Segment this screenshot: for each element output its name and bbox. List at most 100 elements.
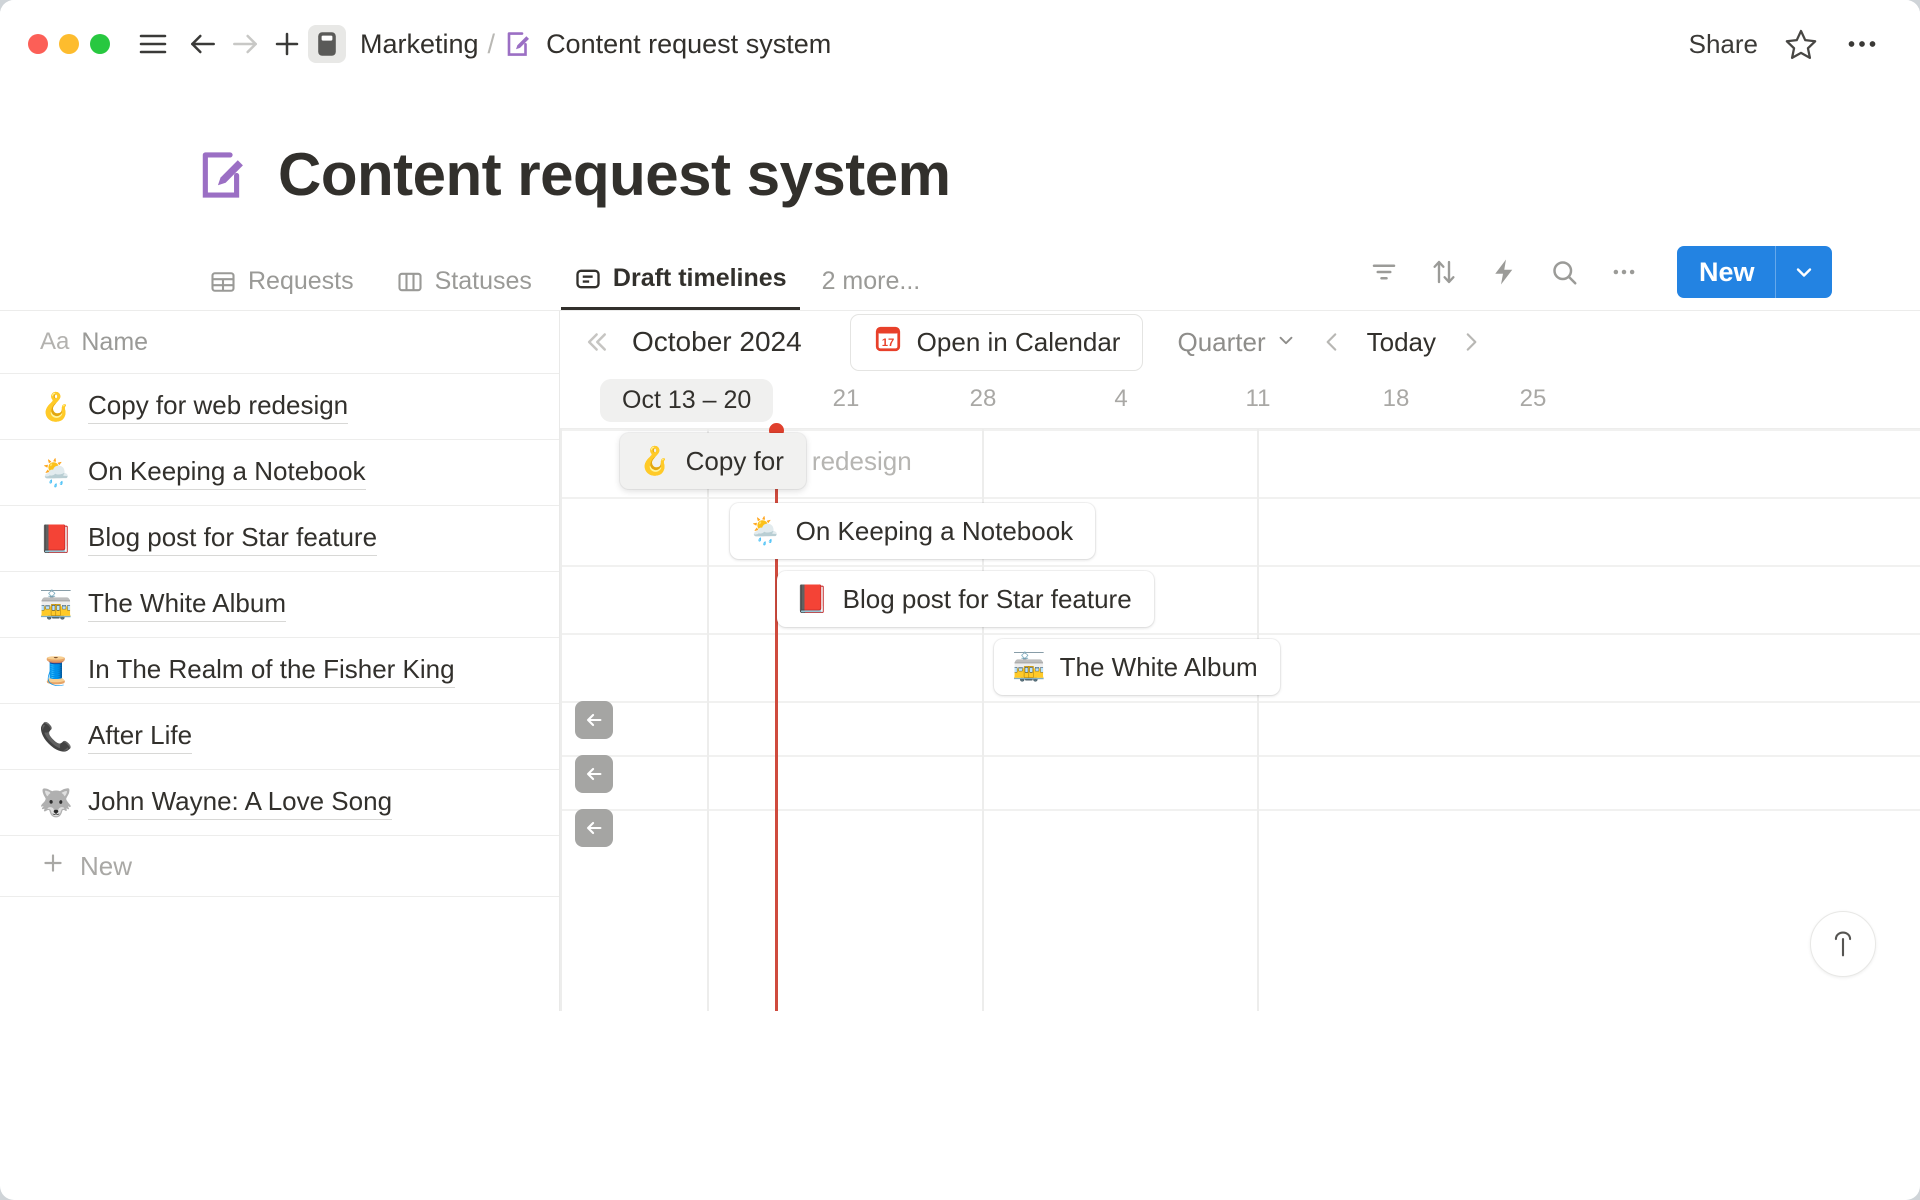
add-new-row-button[interactable]: New xyxy=(0,835,559,897)
filter-icon[interactable] xyxy=(1369,257,1399,287)
list-item[interactable]: 🚋 The White Album xyxy=(0,571,559,637)
ruler-tick: 21 xyxy=(832,385,860,412)
grid-row-line xyxy=(560,633,1920,635)
chevrons-left-icon[interactable] xyxy=(574,327,618,357)
list-item-name[interactable]: The White Album xyxy=(88,588,286,622)
ruler-tick: 28 xyxy=(969,385,997,412)
hamburger-icon[interactable] xyxy=(132,23,174,65)
tab-statuses[interactable]: Statuses xyxy=(383,267,545,310)
tab-requests[interactable]: Requests xyxy=(196,267,367,310)
name-column-label: Name xyxy=(81,327,149,356)
list-item[interactable]: 📕 Blog post for Star feature xyxy=(0,505,559,571)
list-item-name[interactable]: Blog post for Star feature xyxy=(88,522,378,556)
view-toolbar: New xyxy=(1369,246,1832,310)
list-item[interactable]: 🪝 Copy for web redesign xyxy=(0,373,559,439)
timeline-list-pane: Aa Name 🪝 Copy for web redesign 🌦️ On Ke… xyxy=(0,311,560,1011)
chevron-down-icon[interactable] xyxy=(1776,246,1832,298)
calendar-icon: 17 xyxy=(873,324,903,361)
grid-row-line xyxy=(560,809,1920,811)
star-icon[interactable] xyxy=(1784,27,1818,61)
timeline-bar[interactable]: 🌦️ On Keeping a Notebook xyxy=(730,503,1096,559)
wolf-face-icon: 🐺 xyxy=(39,787,73,818)
back-icon[interactable] xyxy=(182,23,224,65)
breadcrumb-workspace[interactable]: Marketing xyxy=(360,28,479,59)
today-button[interactable]: Today xyxy=(1366,326,1437,357)
tram-car-icon: 🚋 xyxy=(1012,652,1046,682)
timeline-bar[interactable]: 🚋 The White Album xyxy=(994,639,1280,695)
forward-icon[interactable] xyxy=(224,23,266,65)
list-item-name[interactable]: Copy for web redesign xyxy=(88,390,349,424)
timeline-ruler: 21 28 4 11 18 25 Oct 13 – 20 xyxy=(560,373,1920,429)
titlebar-actions: Share xyxy=(1689,26,1886,62)
breadcrumb-page[interactable]: Content request system xyxy=(546,28,832,59)
list-item[interactable]: 🌦️ On Keeping a Notebook xyxy=(0,439,559,505)
today-marker-line xyxy=(775,429,778,1011)
sort-icon[interactable] xyxy=(1429,257,1459,287)
list-item-name[interactable]: John Wayne: A Love Song xyxy=(88,786,393,820)
grid-column-line xyxy=(560,429,562,1011)
grid-row-line xyxy=(560,755,1920,757)
next-period-button[interactable] xyxy=(1458,329,1484,355)
grid-row-line xyxy=(560,701,1920,703)
list-item[interactable]: 📞 After Life xyxy=(0,703,559,769)
scroll-to-item-button[interactable] xyxy=(575,701,613,739)
list-item[interactable]: 🧵 In The Realm of the Fisher King xyxy=(0,637,559,703)
list-item-name[interactable]: In The Realm of the Fisher King xyxy=(88,654,455,688)
timeline-grid: web redesign 🪝 Copy for 🌦️ On Keeping a … xyxy=(560,429,1920,1011)
thread-icon: 🧵 xyxy=(39,655,73,686)
automation-icon[interactable] xyxy=(1489,257,1519,287)
hook-icon: 🪝 xyxy=(638,446,672,476)
telephone-receiver-icon: 📞 xyxy=(39,721,73,752)
minimize-button[interactable] xyxy=(59,34,79,54)
scroll-to-item-button[interactable] xyxy=(575,755,613,793)
share-button[interactable]: Share xyxy=(1688,28,1758,59)
memo-icon xyxy=(504,29,534,59)
prev-period-button[interactable] xyxy=(1319,329,1345,355)
zoom-level-select[interactable]: Quarter xyxy=(1177,327,1296,358)
page-title[interactable]: Content request system xyxy=(278,141,951,208)
grid-row-line xyxy=(560,497,1920,499)
more-horizontal-icon[interactable] xyxy=(1844,26,1880,62)
list-item[interactable]: 🐺 John Wayne: A Love Song xyxy=(0,769,559,835)
ruler-tick: 11 xyxy=(1245,385,1271,412)
timeline-bar-label: Blog post for Star feature xyxy=(842,583,1132,614)
breadcrumb-separator: / xyxy=(487,28,496,59)
timeline-bar-label: The White Album xyxy=(1059,651,1258,682)
open-in-calendar-label: Open in Calendar xyxy=(916,326,1121,357)
timeline-bar[interactable]: 🪝 Copy for xyxy=(620,433,806,489)
list-item-name[interactable]: On Keeping a Notebook xyxy=(88,456,366,490)
page-header: Content request system xyxy=(0,88,1920,209)
search-icon[interactable] xyxy=(1549,257,1579,287)
tab-draft-timelines[interactable]: Draft timelines xyxy=(560,264,800,310)
table-icon xyxy=(209,268,237,296)
breadcrumb: Marketing / Content request system xyxy=(360,29,831,60)
timeline-bar[interactable]: 📕 Blog post for Star feature xyxy=(777,571,1154,627)
tab-draft-timelines-label: Draft timelines xyxy=(612,264,787,292)
list-item-name[interactable]: After Life xyxy=(88,720,193,754)
timeline-month-label: October 2024 xyxy=(632,326,802,357)
page-body: Content request system Requests Statuses xyxy=(0,88,1920,1011)
ruler-tick: 18 xyxy=(1382,385,1410,412)
closed-book-icon: 📕 xyxy=(795,584,829,614)
grid-row-line xyxy=(560,429,1920,431)
view-more-icon[interactable] xyxy=(1609,257,1639,287)
scroll-to-item-button[interactable] xyxy=(575,809,613,847)
svg-text:17: 17 xyxy=(881,336,894,348)
drag-range-pill: Oct 13 – 20 xyxy=(600,379,774,422)
maximize-button[interactable] xyxy=(90,34,110,54)
tab-requests-label: Requests xyxy=(248,267,354,295)
close-button[interactable] xyxy=(28,34,48,54)
timeline-nav: Quarter Today xyxy=(1177,327,1484,358)
board-icon xyxy=(396,268,424,296)
help-button[interactable] xyxy=(1810,911,1876,977)
tabs-more-button[interactable]: 2 more... xyxy=(821,267,921,295)
open-in-calendar-button[interactable]: 17 Open in Calendar xyxy=(849,313,1144,371)
ruler-tick: 4 xyxy=(1114,385,1128,412)
add-new-row-label: New xyxy=(80,850,133,881)
new-button[interactable]: New xyxy=(1676,246,1832,298)
page-memo-icon[interactable] xyxy=(196,147,252,203)
plus-icon[interactable] xyxy=(266,23,308,65)
tab-statuses-label: Statuses xyxy=(434,267,532,295)
sidebar-toggle-icon[interactable] xyxy=(308,25,346,63)
